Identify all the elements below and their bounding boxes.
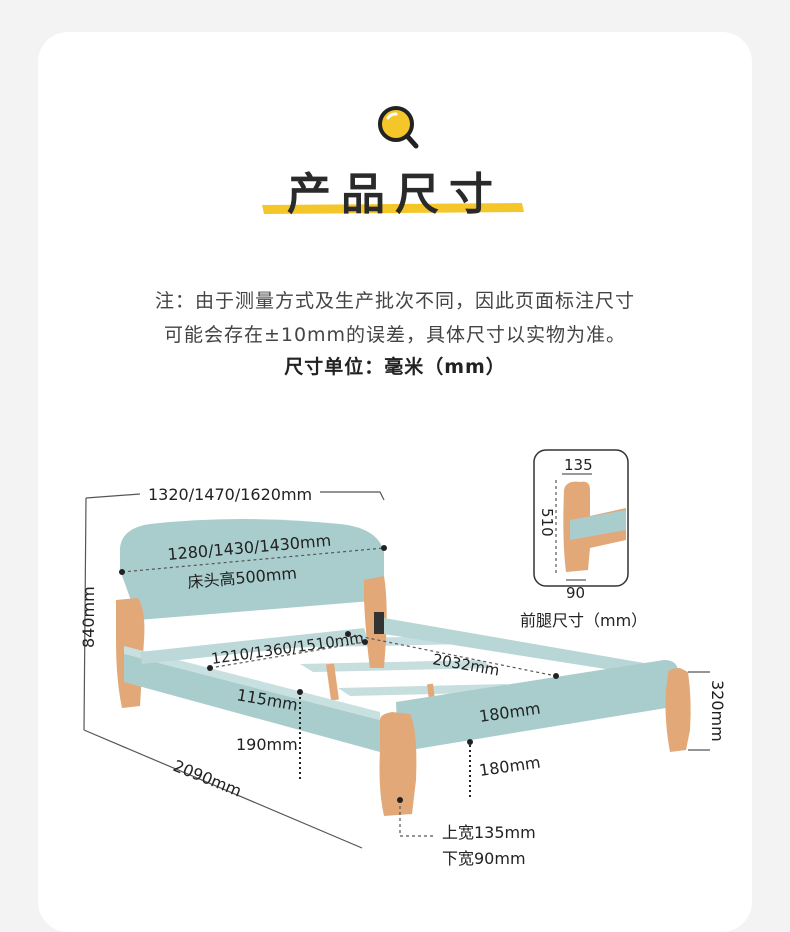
foot-leg-right xyxy=(665,668,691,752)
leg-detail-inset xyxy=(533,449,629,587)
leg-top-width-label: 上宽135mm xyxy=(442,823,536,842)
under-clearance-label: 190mm xyxy=(236,735,298,754)
head-rail xyxy=(140,628,368,664)
inner-width-label: 1210/1360/1510mm xyxy=(210,629,365,668)
note-line-1: 注：由于测量方式及生产批次不同，因此页面标注尺寸 xyxy=(154,290,635,312)
magnifier-icon xyxy=(378,106,419,149)
side-rail-far xyxy=(384,618,650,676)
foot-clearance-label: 180mm xyxy=(478,753,542,780)
dimension-dots xyxy=(119,545,559,803)
inner-length-label: 2032mm xyxy=(431,650,501,679)
note-line-2: 可能会存在±10mm的误差，具体尺寸以实物为准。 xyxy=(163,324,627,346)
inset-top-label: 135 xyxy=(564,456,593,474)
side-rail-near xyxy=(124,654,380,752)
page-title: 产品尺寸 xyxy=(287,169,503,220)
title-decoration xyxy=(262,106,524,214)
headboard xyxy=(120,519,384,620)
total-height-label: 840mm xyxy=(79,586,98,648)
leg-bottom-width-label: 下宽90mm xyxy=(442,849,526,868)
footboard xyxy=(396,660,678,752)
unit-label: 尺寸单位：毫米（mm） xyxy=(284,356,506,378)
title-underline xyxy=(262,203,524,214)
inset-bottom-label: 90 xyxy=(566,584,585,602)
overall-width-label: 1320/1470/1620mm xyxy=(148,485,312,504)
inset-caption: 前腿尺寸（mm） xyxy=(520,611,647,630)
total-length-label: 2090mm xyxy=(171,756,245,801)
foot-total-height-label: 320mm xyxy=(708,680,727,742)
dimension-lines xyxy=(83,491,710,849)
inset-side-label: 510 xyxy=(538,508,556,537)
bed-diagram: 1320/1470/1620mm 1280/1430/1430mm 床头高500… xyxy=(79,449,727,868)
hardware-plate xyxy=(374,612,384,634)
foot-leg-left xyxy=(379,712,417,816)
